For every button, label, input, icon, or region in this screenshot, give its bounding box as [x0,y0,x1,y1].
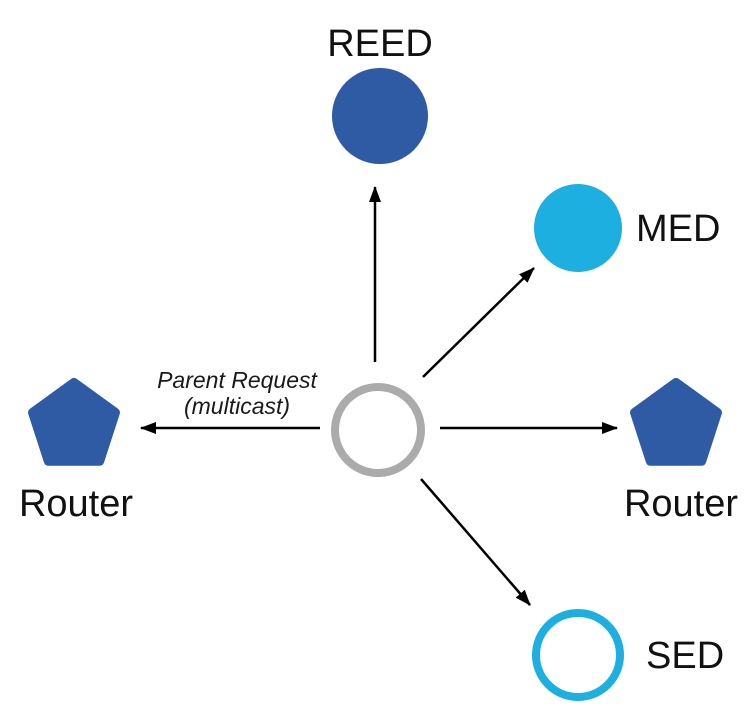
reed-label: REED [327,23,433,65]
edges-layer [140,186,618,606]
med-label: MED [636,208,720,250]
node-router-left [28,378,120,466]
labels-layer: REED MED SED Router Router Parent Reques… [19,23,738,677]
node-sed [532,609,624,701]
nodes-layer [28,68,722,701]
router-left-label: Router [19,483,133,525]
arrow-to-med [422,267,535,378]
arrow-to-sed [420,478,531,606]
router-right-label: Router [624,483,738,525]
node-med [534,184,622,272]
sed-label: SED [646,635,724,677]
annotation-line1: Parent Request [157,367,318,393]
node-joiner [331,383,425,477]
node-router-right [630,378,722,466]
annotation-line2: (multicast) [184,393,290,419]
node-reed [332,68,428,164]
